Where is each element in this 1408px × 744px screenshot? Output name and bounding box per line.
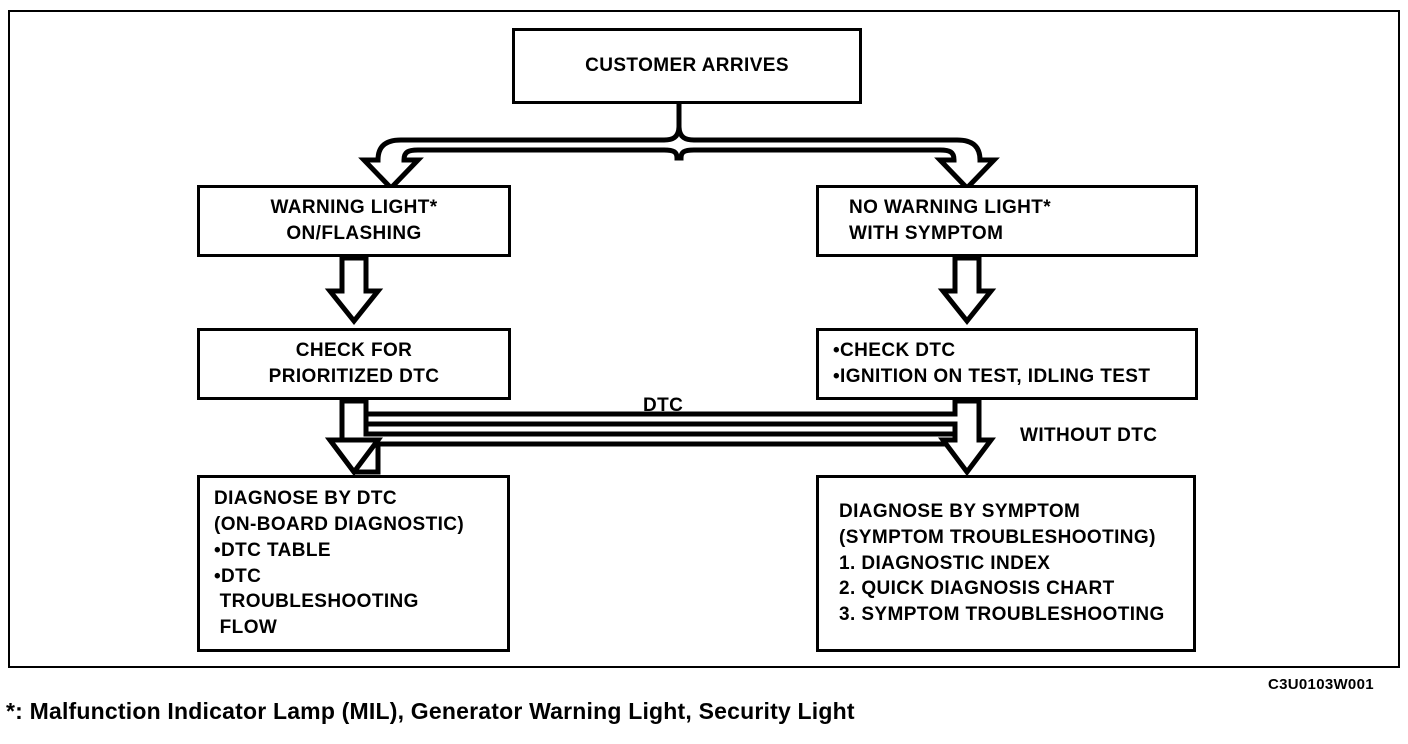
- node-line: •IGNITION ON TEST, IDLING TEST: [833, 366, 1151, 387]
- edge-label-dtc: DTC: [643, 395, 684, 416]
- node-line: •DTC TABLE: [214, 539, 331, 561]
- node-customer-arrives[interactable]: CUSTOMER ARRIVES: [512, 28, 862, 104]
- node-check-dtc-tests[interactable]: •CHECK DTC •IGNITION ON TEST, IDLING TES…: [816, 328, 1198, 400]
- node-line: DIAGNOSE BY SYMPTOM: [839, 500, 1081, 522]
- figure-footnote: *: Malfunction Indicator Lamp (MIL), Gen…: [6, 698, 855, 724]
- node-line: 1. DIAGNOSTIC INDEX: [839, 552, 1051, 574]
- node-line: TROUBLESHOOTING: [214, 591, 419, 613]
- edge-label-without-dtc: WITHOUT DTC: [1020, 425, 1158, 446]
- node-line: (SYMPTOM TROUBLESHOOTING): [839, 526, 1156, 548]
- node-line: PRIORITIZED DTC: [268, 366, 440, 387]
- node-line: CUSTOMER ARRIVES: [585, 55, 789, 77]
- node-line: ON/FLASHING: [286, 223, 422, 244]
- node-line: (ON-BOARD DIAGNOSTIC): [214, 513, 465, 535]
- node-line: FLOW: [214, 617, 278, 639]
- node-line: WITH SYMPTOM: [849, 223, 1004, 244]
- node-line: NO WARNING LIGHT*: [849, 197, 1052, 219]
- node-line: CHECK FOR: [295, 340, 413, 362]
- node-line: 2. QUICK DIAGNOSIS CHART: [839, 578, 1115, 600]
- node-warning-light-on[interactable]: WARNING LIGHT* ON/FLASHING: [197, 185, 511, 257]
- figure-border: [8, 10, 1400, 668]
- node-line: •DTC: [214, 565, 262, 587]
- node-diagnose-by-dtc[interactable]: DIAGNOSE BY DTC (ON-BOARD DIAGNOSTIC) •D…: [197, 475, 510, 652]
- node-no-warning-light[interactable]: NO WARNING LIGHT* WITH SYMPTOM: [816, 185, 1198, 257]
- node-check-prioritized-dtc[interactable]: CHECK FOR PRIORITIZED DTC: [197, 328, 511, 400]
- node-line: WARNING LIGHT*: [270, 197, 438, 219]
- figure-code: C3U0103W001: [1268, 676, 1374, 693]
- node-line: •CHECK DTC: [833, 340, 956, 362]
- node-line: DIAGNOSE BY DTC: [214, 488, 398, 510]
- node-line: 3. SYMPTOM TROUBLESHOOTING: [839, 604, 1165, 626]
- node-diagnose-by-symptom[interactable]: DIAGNOSE BY SYMPTOM (SYMPTOM TROUBLESHOO…: [816, 475, 1196, 652]
